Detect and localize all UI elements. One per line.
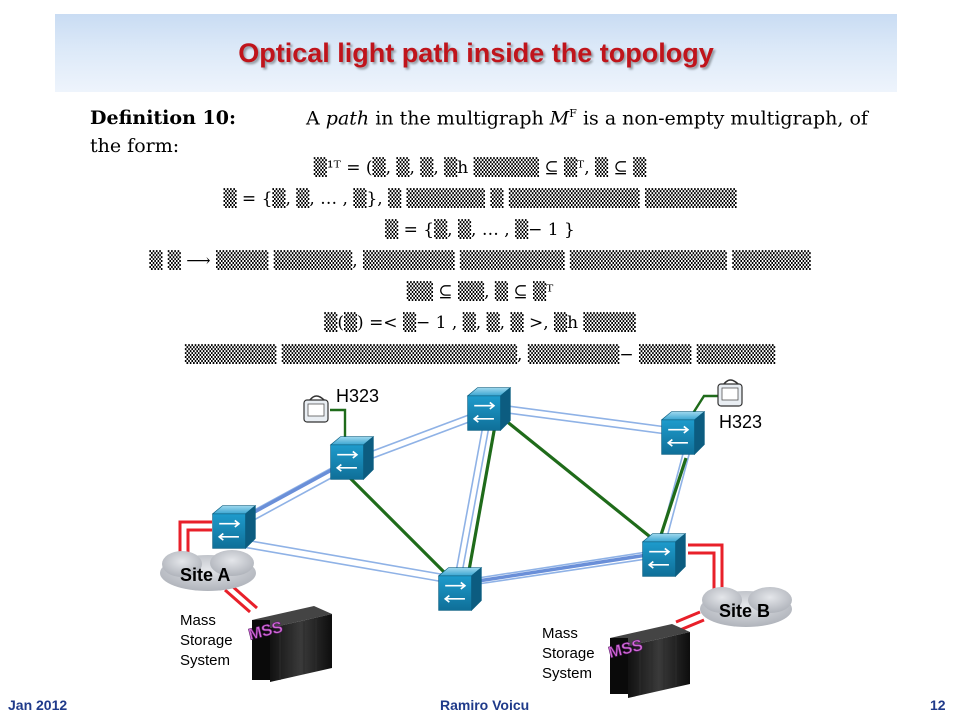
site-a-cloud: Site A (160, 550, 256, 591)
link-bottom-br-2 (477, 556, 661, 585)
switch-left (329, 435, 375, 481)
switch-site-b (641, 532, 687, 578)
highlight-links (235, 458, 661, 583)
link-b-top (369, 409, 483, 453)
mss-right-line1: Mass (542, 625, 578, 642)
link-bottom-br (477, 549, 661, 579)
link-r-br-2 (665, 450, 691, 542)
h323-left-label: H323 (336, 386, 380, 406)
equation-7: ▒▒▒▒▒▒▒ ▒▒▒▒▒▒▒▒▒▒▒▒▒▒▒▒▒▒, ▒▒▒▒▒▒▒− ▒▒▒… (184, 345, 776, 365)
lightpath-top-bottom (466, 419, 498, 577)
lightpath-b-bottom (348, 476, 450, 578)
link-top-bottom (455, 419, 485, 573)
equation-3: ▒ = {▒, ▒, … , ▒− 1 } (385, 220, 575, 240)
link-b-top-2 (372, 415, 486, 459)
mss-right-line2: Storage (542, 645, 595, 662)
link-top-r-2 (499, 411, 675, 436)
access-links (178, 520, 724, 632)
mss-left-label: Mass Storage System (180, 611, 233, 671)
link-top-bottom-2 (461, 420, 491, 574)
access-a-1 (178, 520, 212, 565)
site-b-label: Site B (719, 601, 770, 621)
definition-text-before: A (306, 107, 320, 130)
access-b-2 (688, 551, 716, 590)
mss-left-line2: Storage (180, 632, 233, 649)
lightpath-r-br (658, 457, 688, 539)
switch-top (466, 386, 512, 432)
mss-right-icon: MSS (607, 624, 690, 698)
slide-title: Optical light path inside the topology (238, 37, 714, 68)
mss-left-icon: MSS (247, 606, 332, 682)
title-band: Optical light path inside the topology (55, 14, 897, 92)
access-a-mss-1 (224, 588, 251, 614)
link-top-r (499, 404, 675, 429)
footer-author: Ramiro Voicu (440, 697, 530, 713)
mss-left-line3: System (180, 652, 231, 669)
highlight-bottom-br (477, 551, 661, 583)
site-a-label: Site A (180, 565, 230, 585)
access-b-mss-2 (679, 618, 705, 632)
link-a-bottom (244, 539, 453, 577)
graph-symbol: M (549, 107, 570, 130)
mss-right-line3: System (542, 665, 593, 682)
graph-superscript: F (569, 107, 577, 120)
definition-text-middle: in the multigraph (375, 107, 544, 130)
h323-terminal-left-icon (303, 395, 329, 423)
equation-6: ▒(▒) =< ▒− 1 , ▒, ▒, ▒ >, ▒h ▒▒▒▒ (324, 313, 636, 333)
h323-terminal-right-icon (717, 379, 743, 407)
mss-left-line1: Mass (180, 612, 216, 629)
definition-text-after: is a non-empty multigraph, of the form: (90, 107, 868, 158)
definition-text: Definition 10: A path in the multigraph … (90, 100, 890, 160)
h323-right-label: H323 (719, 412, 763, 432)
footer-page-number: 12 (930, 697, 946, 713)
h323-left-link (330, 408, 347, 440)
footer-date: Jan 2012 (8, 697, 68, 713)
switch-right (660, 410, 706, 456)
equation-4: ▒ ▒ ⟶ ▒▒▒▒ ▒▒▒▒▒▒, ▒▒▒▒▒▒▒ ▒▒▒▒▒▒▒▒ ▒▒▒▒… (149, 251, 811, 271)
equation-5: ▒▒ ⊆ ▒▒, ▒ ⊆ ▒ᵀ (406, 282, 554, 302)
switch-bottom (437, 566, 483, 612)
mss-right-label: Mass Storage System (542, 624, 595, 684)
definition-label: Definition 10: (90, 107, 236, 130)
access-b-1 (688, 543, 724, 590)
site-b-cloud: Site B (700, 587, 792, 627)
switch-site-a (211, 504, 257, 550)
definition-term: path (325, 107, 370, 130)
access-a-mss-2 (231, 584, 258, 610)
optical-lightpath (348, 414, 688, 578)
equation-1: ▒¹ᵀ = (▒, ▒, ▒, ▒h ▒▒▒▒▒ ⊆ ▒ᵀ, ▒ ⊆ ▒ (313, 158, 647, 178)
equation-2: ▒ = {▒, ▒, … , ▒}, ▒ ▒▒▒▒▒▒ ▒ ▒▒▒▒▒▒▒▒▒▒… (223, 189, 737, 209)
access-b-mss-1 (675, 610, 701, 624)
lightpath-top-br (498, 414, 656, 542)
link-a-bottom-2 (242, 546, 451, 584)
